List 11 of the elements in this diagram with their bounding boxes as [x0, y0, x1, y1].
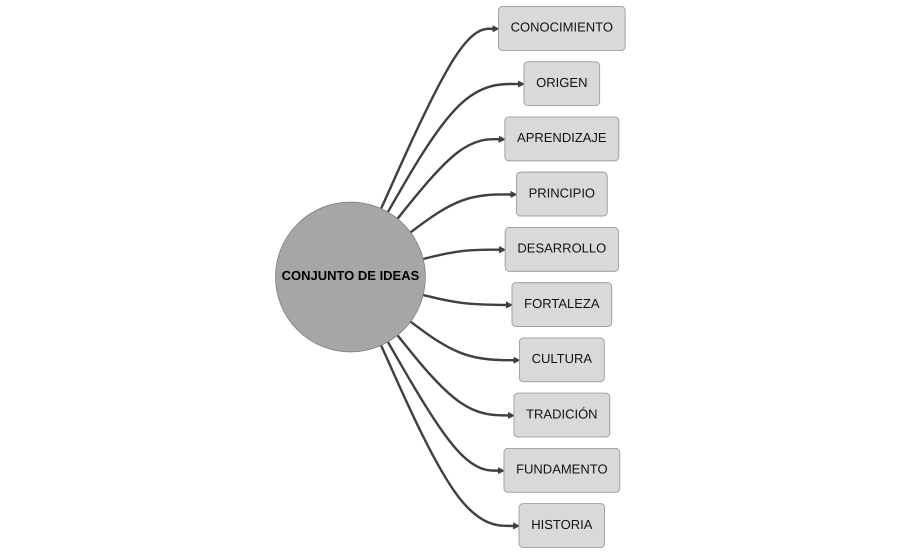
arrow — [396, 136, 506, 220]
arrow — [410, 190, 518, 234]
node-circle: CONJUNTO DE IDEAS — [275, 202, 426, 352]
arrow — [410, 320, 520, 364]
arrow — [387, 341, 505, 474]
arrow — [396, 334, 515, 419]
arrow — [423, 246, 506, 260]
arrow — [380, 344, 520, 530]
arrow — [423, 294, 513, 309]
arrow — [380, 25, 500, 210]
arrow — [387, 80, 525, 213]
